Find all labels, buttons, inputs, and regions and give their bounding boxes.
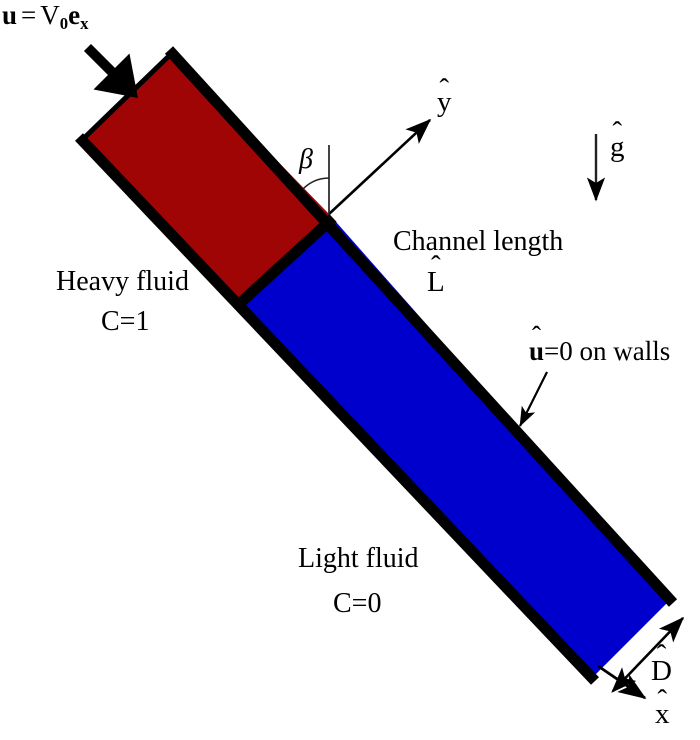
channel-inlet-edge [80,51,174,142]
channel-length-symbol-label: ̂L [427,268,445,297]
y-axis-symbol: y [437,86,452,118]
wall-bc-label: ̂u=0 on walls [529,338,670,365]
inlet-velocity-arrow [83,43,138,98]
fluid-interface-line [234,213,337,310]
beta-angle-arc [302,177,330,190]
channel-width-arrow [611,616,685,693]
channel-width-label: ̂D [651,657,672,686]
beta-angle-label: β [299,144,313,175]
x-axis-label: ̂x [655,700,670,729]
light-fluid-concentration-label: C=0 [333,588,382,619]
y-axis-arrow [328,118,432,215]
x-axis-symbol: x [655,698,670,730]
gravity-label: ̂g [610,133,625,162]
inlet-velocity-bc-label: ̂u=̂V0ex [2,2,89,33]
wall-bc-u-symbol: u [529,336,545,366]
heavy-fluid-label: Heavy fluid [56,266,189,297]
inlet-bc-u-symbol: u [2,0,18,30]
inlet-bc-e-subscript: x [80,14,89,34]
gravity-symbol: g [610,131,625,163]
wall-bc-pointer-arrow [519,371,548,427]
wall-bc-text: =0 on walls [544,336,671,366]
inlet-bc-v-symbol: V [40,0,60,30]
heavy-fluid-concentration-label: C=1 [101,306,150,337]
inlet-bc-e-symbol: e [68,0,81,30]
channel-width-symbol: D [651,655,672,687]
light-fluid-region [240,214,670,678]
channel-length-symbol: L [427,266,445,298]
channel-upper-wall [164,46,678,607]
inlet-bc-equals: = [21,0,37,30]
y-axis-label: ̂y [437,88,452,117]
light-fluid-label: Light fluid [298,543,419,574]
channel-lower-wall [75,133,599,685]
channel-length-label: Channel length [393,226,564,257]
heavy-fluid-region [82,53,329,301]
inlet-bc-v-subscript: 0 [59,14,69,34]
